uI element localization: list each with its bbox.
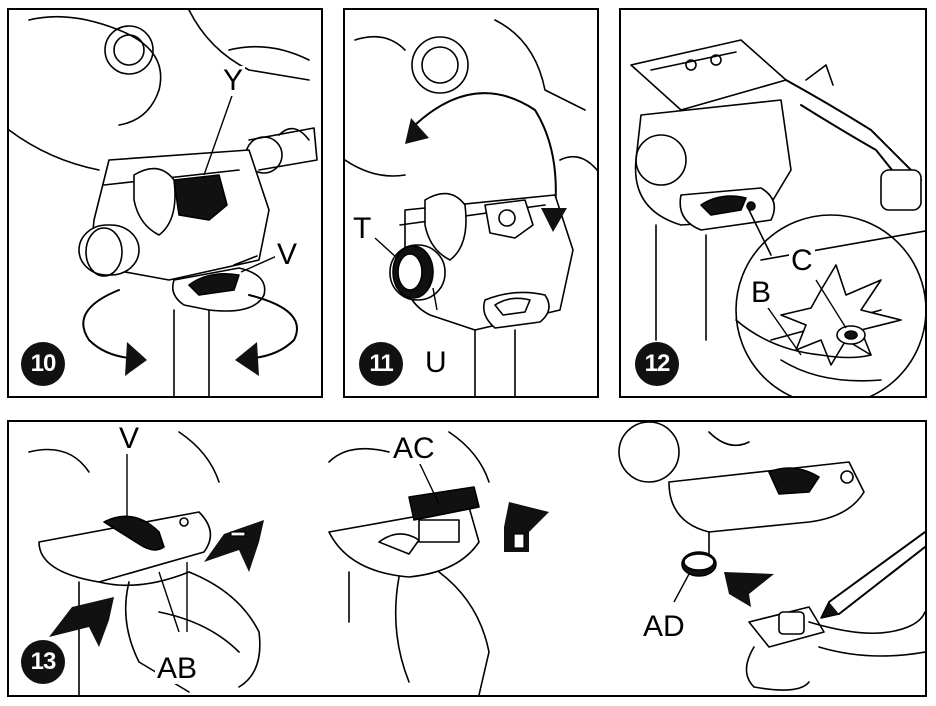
- illustration-light-sensor: [630, 39, 925, 396]
- illustration-battery-replacement: [28, 422, 925, 695]
- step-badge-10: 10: [21, 342, 65, 386]
- panel-step-10: Y V 10: [7, 8, 323, 398]
- panel-step-13: V AB AC AD 13: [7, 420, 927, 697]
- illustration-tripod-head-rotate: [9, 10, 318, 396]
- step-badge-12: 12: [635, 342, 679, 386]
- callout-label-c: C: [789, 244, 815, 277]
- illustration-tilt-lock: [345, 19, 597, 396]
- step-badge-11: 11: [359, 342, 403, 386]
- step-badge-13: 13: [21, 640, 65, 684]
- callout-label-ab: AB: [155, 652, 200, 685]
- callout-label-t: T: [351, 212, 374, 245]
- callout-label-v: V: [275, 238, 300, 271]
- callout-label-u: U: [423, 346, 449, 379]
- callout-label-v-step13: V: [117, 422, 142, 455]
- callout-label-y: Y: [221, 64, 246, 97]
- callout-label-ac: AC: [391, 432, 437, 465]
- panel-step-12: C B 12: [619, 8, 927, 398]
- panel-step-11: T U 11: [343, 8, 599, 398]
- callout-label-b: B: [749, 276, 774, 309]
- callout-label-ad: AD: [641, 610, 687, 643]
